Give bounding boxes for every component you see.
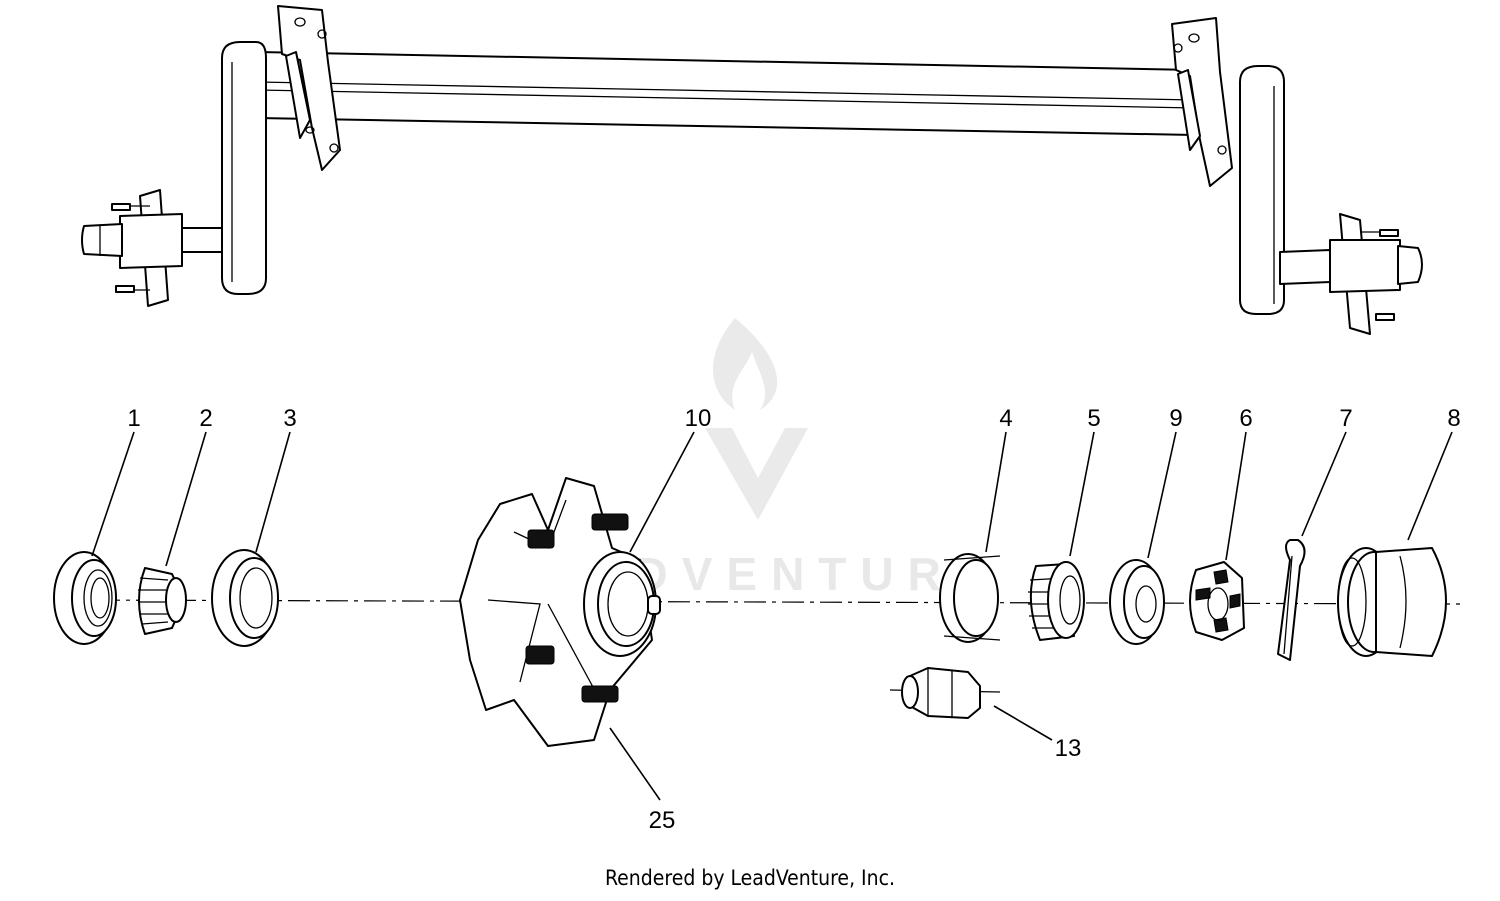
callout-part-1: 1 [127,405,140,432]
right-dust-cap [1397,245,1423,285]
part-1-seal [53,551,117,645]
axle-beam [257,51,1196,136]
part-5-outer-bearing [1028,561,1085,641]
leader-lines [91,431,1453,801]
callout-part-25: 25 [649,807,676,834]
callout-part-3: 3 [283,405,296,432]
callout-part-5: 5 [1087,405,1100,432]
part-8-dust-cap [1337,547,1447,657]
part-25-hub [459,477,661,747]
part-6-castle-nut [1189,561,1245,641]
callout-part-8: 8 [1447,405,1460,432]
wheel-stud [525,645,555,665]
left-torsion-arm [221,41,267,295]
render-credit-footer: Rendered by LeadVenture, Inc. [605,866,895,890]
part-7-cotter-pin [1277,539,1306,661]
callout-part-6: 6 [1239,405,1252,432]
callout-part-4: 4 [999,405,1012,432]
callout-part-13: 13 [1055,735,1082,762]
part-4-outer-race [939,553,1001,643]
part-2-inner-bearing [138,567,187,635]
left-dust-cap [81,223,123,257]
part-13-lug-nut [889,667,1001,719]
callout-part-2: 2 [199,405,212,432]
axle-assembly [81,5,1423,335]
part-9-washer [1109,559,1165,645]
left-spindle [179,227,223,253]
callout-part-10: 10 [685,405,712,432]
assembly-center-line [59,599,1461,605]
right-torsion-arm [1239,65,1285,315]
wheel-stud [581,685,619,703]
part-3-bearing-race [211,549,279,647]
callout-part-7: 7 [1339,405,1352,432]
callout-part-9: 9 [1169,405,1182,432]
right-spindle [1279,249,1331,285]
wheel-stud [527,529,555,549]
wheel-stud [591,513,629,531]
callout-labels: 1 2 3 10 4 5 9 6 7 8 13 25 [127,405,1460,834]
